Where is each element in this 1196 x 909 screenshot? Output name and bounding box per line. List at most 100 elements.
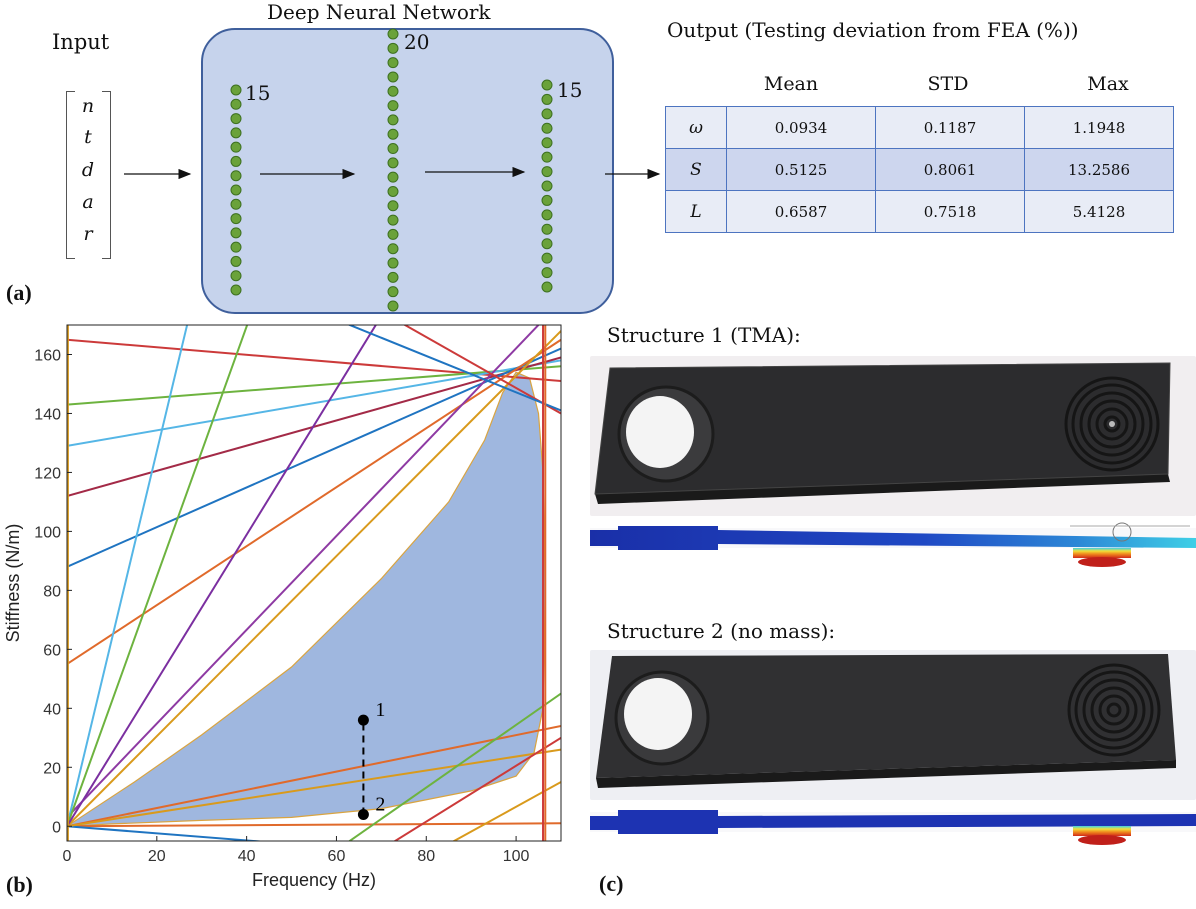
structure1-fea-render <box>590 522 1196 567</box>
constraint-line <box>67 325 377 827</box>
constraint-line <box>67 325 189 827</box>
neuron-icon <box>230 141 242 153</box>
constraint-line <box>402 325 561 415</box>
constraint-line <box>67 359 561 447</box>
neuron-icon <box>541 281 553 293</box>
hole-ring-icon <box>617 385 715 483</box>
constraint-line <box>67 748 561 828</box>
layer2-label: 20 <box>404 30 430 54</box>
y-tick-label: 140 <box>34 406 61 423</box>
output-title: Output (Testing deviation from FEA (%)) <box>667 18 1079 42</box>
constraint-line <box>67 325 249 827</box>
cell: 5.4128 <box>1024 190 1174 233</box>
cell: 0.7518 <box>875 190 1025 233</box>
input-label: Input <box>52 30 110 54</box>
x-tick-label: 100 <box>503 848 530 865</box>
structure2-fea-render <box>590 810 1196 845</box>
input-vector-bracket-left <box>66 91 75 259</box>
constraint-line <box>67 725 561 828</box>
neuron-icon <box>387 286 399 298</box>
neuron-icon <box>387 42 399 54</box>
panel-c: Structure 1 (TMA): <box>590 318 1196 909</box>
input-var-t: t <box>84 126 92 148</box>
feasible-region <box>67 371 546 827</box>
neuron-icon <box>387 185 399 197</box>
neuron-icon <box>387 71 399 83</box>
input-vector-bracket-right <box>102 91 111 259</box>
cell: 0.8061 <box>875 148 1025 191</box>
tuned-mass-icon <box>1109 421 1115 427</box>
y-tick-label: 80 <box>43 583 61 600</box>
neuron-icon <box>387 300 399 312</box>
neuron-icon <box>541 79 553 91</box>
neuron-icon <box>387 171 399 183</box>
panel-label-c: (c) <box>599 871 624 896</box>
neuron-icon <box>387 28 399 40</box>
neuron-icon <box>387 200 399 212</box>
neuron-icon <box>230 227 242 239</box>
y-tick-label: 120 <box>34 465 61 482</box>
table-row: S 0.5125 0.8061 13.2586 <box>665 148 1174 191</box>
plot-frame <box>66 324 562 842</box>
neuron-icon <box>230 284 242 296</box>
y-tick-label: 100 <box>34 524 61 541</box>
spiral-spring-icon <box>1067 663 1161 757</box>
neuron-icon <box>541 151 553 163</box>
dnn-title: Deep Neural Network <box>267 0 491 24</box>
structure1-photo <box>590 356 1196 516</box>
constraint-line <box>347 692 561 841</box>
x-axis-label: Frequency (Hz) <box>252 870 376 890</box>
neuron-icon <box>387 271 399 283</box>
x-tick-label: 40 <box>238 848 256 865</box>
hole-ring-icon <box>614 670 710 766</box>
neuron-icon <box>387 157 399 169</box>
constraint-line <box>67 347 561 568</box>
x-tick-label: 0 <box>63 848 72 865</box>
cell: 13.2586 <box>1024 148 1174 191</box>
panel-label-b: (b) <box>6 872 33 897</box>
col-header-std: STD <box>927 73 969 95</box>
cell: 1.1948 <box>1024 106 1174 149</box>
neuron-icon <box>230 255 242 267</box>
neuron-icon <box>387 57 399 69</box>
y-tick-label: 60 <box>43 642 61 659</box>
structure2-caption: Structure 2 (no mass): <box>607 619 836 643</box>
neuron-icon <box>541 180 553 192</box>
neuron-icon <box>230 155 242 167</box>
neuron-icon <box>230 127 242 139</box>
neuron-icon <box>230 184 242 196</box>
data-point <box>357 714 369 726</box>
neuron-icon <box>541 209 553 221</box>
neuron-icon <box>230 270 242 282</box>
constraint-line <box>67 365 561 406</box>
neuron-icon <box>387 128 399 140</box>
constraint-line <box>67 338 561 665</box>
neuron-icon <box>387 114 399 126</box>
point-label: 1 <box>375 699 385 721</box>
neuron-icon <box>541 238 553 250</box>
neuron-icon <box>387 143 399 155</box>
row-label-omega: ω <box>665 106 727 149</box>
input-var-d: d <box>81 159 95 181</box>
data-point <box>357 808 369 820</box>
deviation-table: ω 0.0934 0.1187 1.1948 S 0.5125 0.8061 1… <box>665 106 1174 233</box>
neuron-icon <box>387 100 399 112</box>
table-row: L 0.6587 0.7518 5.4128 <box>665 190 1174 233</box>
panel-a: Input n t d a r Deep Neural Network 15 2… <box>0 0 1196 315</box>
input-var-a: a <box>82 191 94 213</box>
col-header-max: Max <box>1087 73 1129 95</box>
x-tick-label: 20 <box>148 848 166 865</box>
neuron-icon <box>541 223 553 235</box>
neuron-icon <box>230 213 242 225</box>
neuron-icon <box>541 93 553 105</box>
x-tick-label: 60 <box>328 848 346 865</box>
neuron-icon <box>541 166 553 178</box>
y-tick-label: 40 <box>43 701 61 718</box>
neuron-icon <box>387 85 399 97</box>
neuron-icon <box>230 113 242 125</box>
neuron-icon <box>230 98 242 110</box>
neuron-icon <box>541 108 553 120</box>
y-tick-label: 160 <box>34 347 61 364</box>
